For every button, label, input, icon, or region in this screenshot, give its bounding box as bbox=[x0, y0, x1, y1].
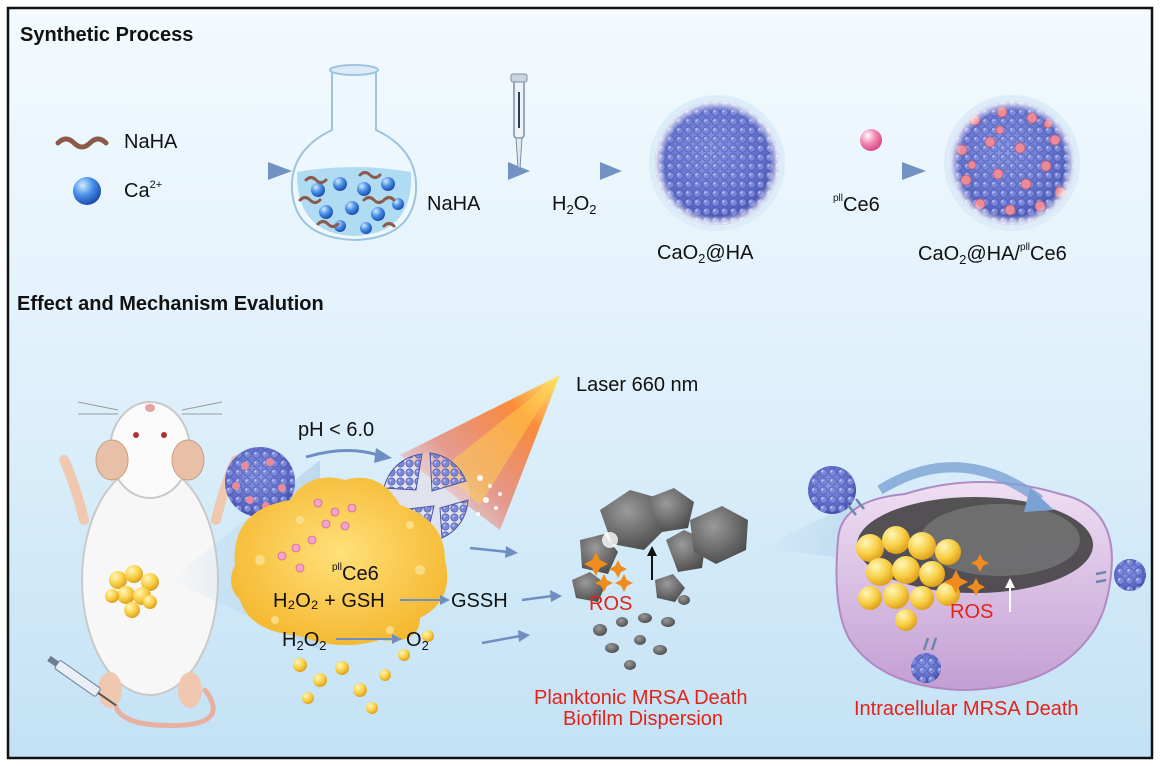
flask-icon bbox=[290, 64, 418, 242]
reaction-h2o2-gsh: H₂O₂ + GSH bbox=[273, 590, 385, 612]
biofilm-bacteria bbox=[572, 488, 748, 670]
outcome-planktonic: Planktonic MRSA Death bbox=[534, 687, 748, 709]
hydrogel bbox=[231, 477, 448, 714]
step-h2o2-label: H2O2 bbox=[552, 193, 597, 217]
laser-label: Laser 660 nm bbox=[576, 374, 699, 396]
legend-ca: Ca2+ bbox=[124, 179, 163, 202]
step-naha-label: NaHA bbox=[427, 193, 481, 215]
gel-ce6-label: pllCe6 bbox=[332, 562, 379, 585]
legend-naha: NaHA bbox=[124, 131, 178, 153]
outcome-intracellular: Intracellular MRSA Death bbox=[854, 698, 1079, 720]
product-cao2-ha-ce6-label: CaO2@HA/pllCe6 bbox=[918, 242, 1067, 267]
ph-label: pH < 6.0 bbox=[298, 419, 375, 441]
cao2-ha-nanoparticle bbox=[649, 95, 785, 231]
pipette-icon bbox=[510, 73, 528, 169]
ros-label-biofilm: ROS bbox=[589, 593, 633, 615]
section-title-effect: Effect and Mechanism Evalution bbox=[17, 293, 324, 315]
step-ce6-label: pllCe6 bbox=[833, 193, 880, 216]
reaction-o2: O2 bbox=[406, 629, 429, 653]
cao2-ha-ce6-nanoparticle bbox=[944, 95, 1080, 231]
product-cao2-ha-label: CaO2@HA bbox=[657, 242, 754, 266]
outcome-biofilm: Biofilm Dispersion bbox=[563, 708, 724, 730]
reaction-h2o2: H2O2 bbox=[282, 629, 327, 653]
infected-cell bbox=[808, 462, 1146, 692]
mouse-illustration bbox=[47, 401, 241, 729]
reaction-gssh: GSSH bbox=[451, 590, 508, 612]
nanoparticle-small bbox=[225, 447, 295, 517]
section-title-synthesis: Synthetic Process bbox=[20, 24, 194, 46]
ros-label-cell: ROS bbox=[950, 601, 994, 623]
